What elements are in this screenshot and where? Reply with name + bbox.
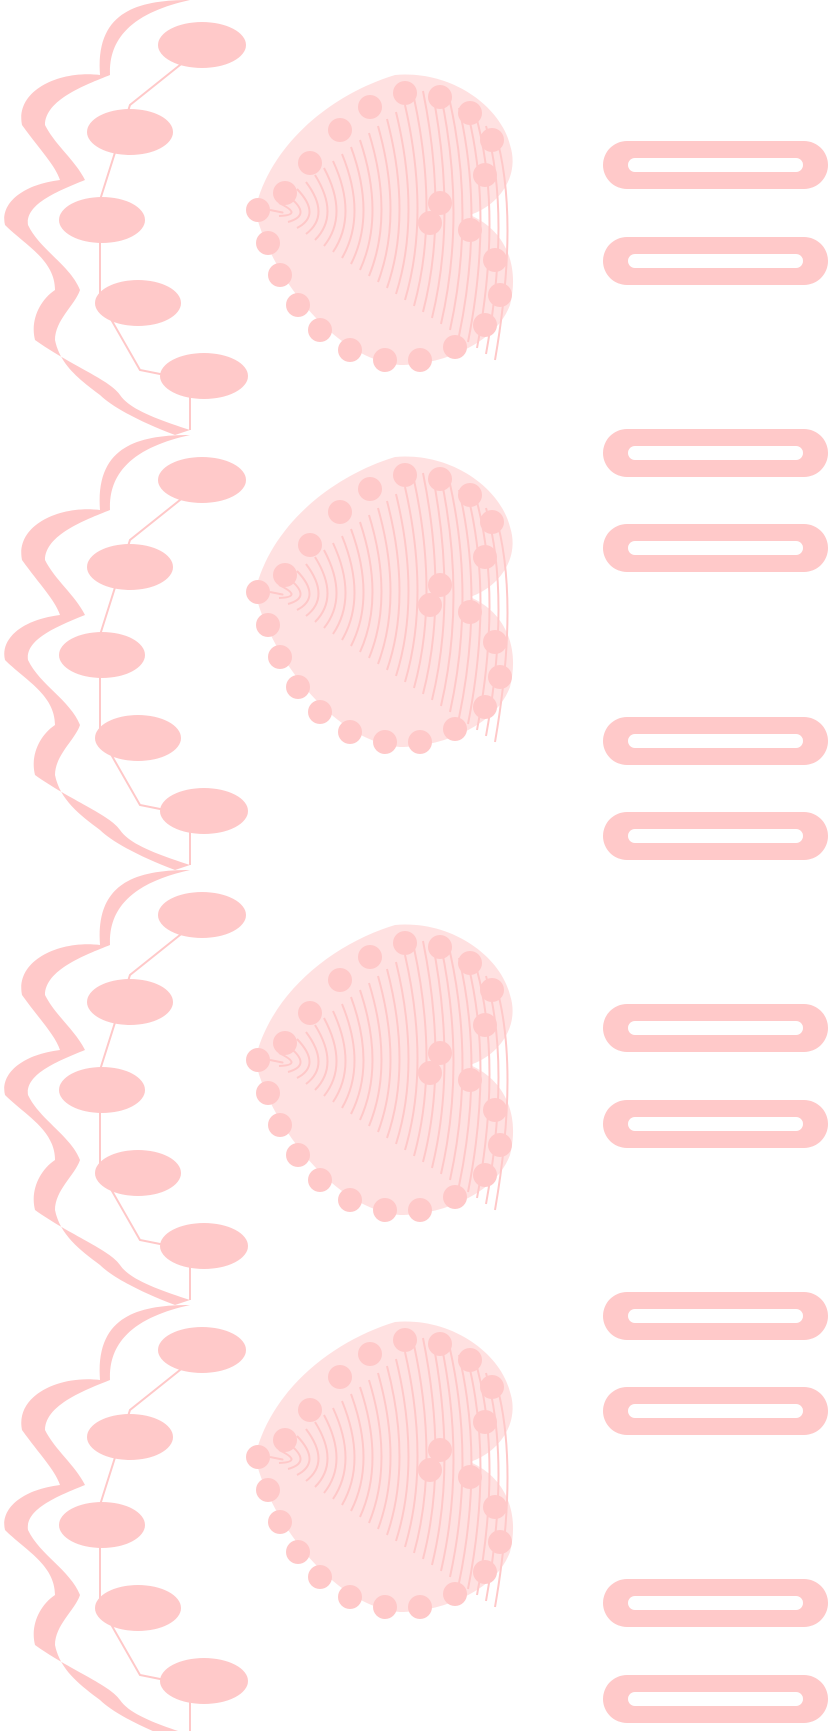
heart — [245, 1320, 515, 1620]
rounded-bar — [603, 812, 828, 860]
rounded-bar — [603, 237, 828, 285]
heart — [245, 455, 515, 755]
bar-column — [603, 141, 828, 1723]
rounded-bar — [603, 429, 828, 477]
heart-column — [245, 73, 515, 1620]
rounded-bar — [603, 1387, 828, 1435]
heart — [245, 923, 515, 1223]
heart — [245, 73, 515, 373]
rounded-bar — [603, 1004, 828, 1052]
scallop-chain-unit — [3, 869, 250, 1306]
rounded-bar — [603, 1579, 828, 1627]
rounded-bar — [603, 1675, 828, 1723]
scallop-chain-unit — [3, 434, 250, 871]
rounded-bar — [603, 141, 828, 189]
scallop-chain-unit — [3, 0, 250, 436]
scallop-chain-column — [3, 0, 250, 1731]
rounded-bar — [603, 717, 828, 765]
rounded-bar — [603, 524, 828, 572]
rounded-bar — [603, 1100, 828, 1148]
scallop-chain-unit — [3, 1304, 250, 1731]
rounded-bar — [603, 1292, 828, 1340]
